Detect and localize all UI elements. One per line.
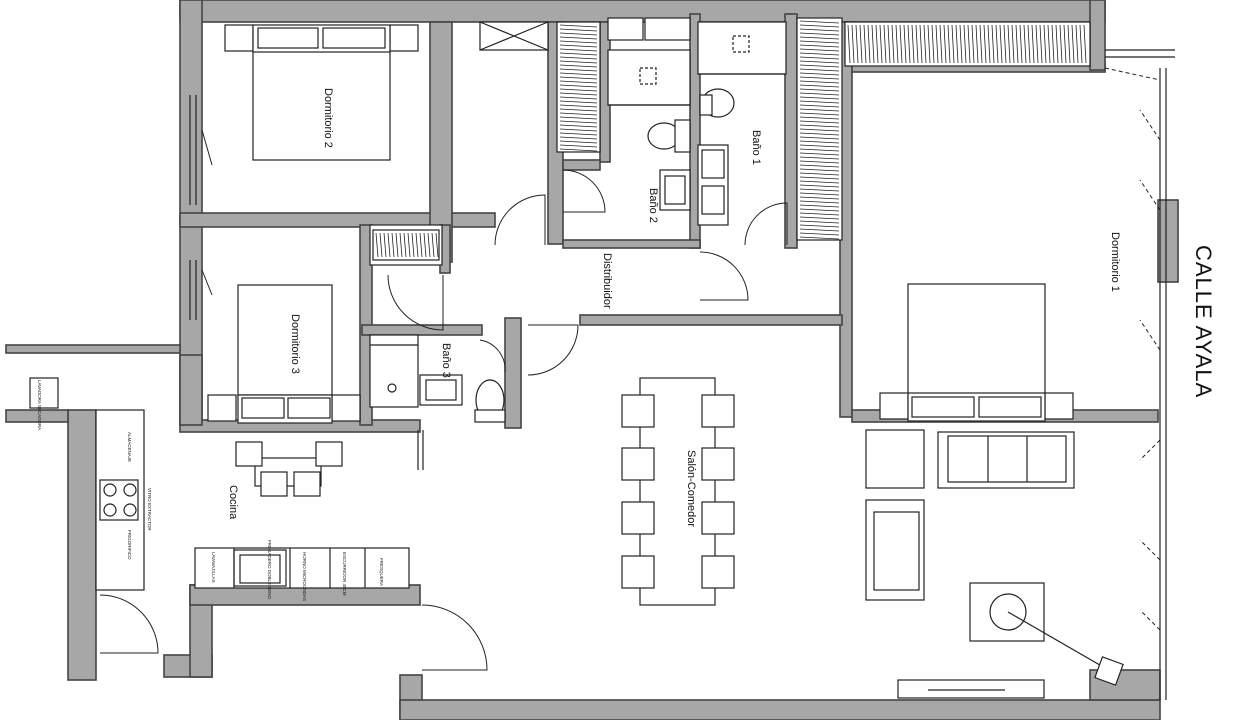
dormitorio-2: Dormitorio 2 xyxy=(224,24,419,161)
label-dormitorio-2: Dormitorio 2 xyxy=(322,88,334,148)
bano-1: Baño 1 xyxy=(697,21,787,226)
label-vitro: VITRO EXTRACTOR xyxy=(147,488,152,531)
label-frigorifico: FRIGORIFICO xyxy=(127,530,132,560)
label-horno: HORNO MICROONDAS xyxy=(302,552,307,601)
label-lavadora: LAVADORA SECADORA xyxy=(37,380,42,430)
label-fresquera: FRESQUERA xyxy=(379,558,384,586)
doors xyxy=(99,129,788,671)
street-label: CALLE AYALA xyxy=(1191,245,1216,398)
cocina: Cocina LAVADORA SECADORA ALMACENAJE FRIG… xyxy=(29,377,410,601)
label-lavavajillas: LAVAVAJILLAS xyxy=(211,552,216,583)
label-dormitorio-1: Dormitorio 1 xyxy=(1109,232,1121,292)
label-bano-2: Baño 2 xyxy=(647,188,659,223)
label-bano-3: Baño 3 xyxy=(440,343,452,378)
label-salon-comedor: Salón-Comedor xyxy=(685,450,697,527)
label-bano-1: Baño 1 xyxy=(750,130,762,165)
dormitorio-1: Dormitorio 1 xyxy=(879,232,1121,422)
walls xyxy=(5,0,1179,720)
closet-hatching xyxy=(375,20,1087,258)
label-escurridor: ESCURRIDOR 45CM xyxy=(342,552,347,596)
label-almacenaje: ALMACENAJE xyxy=(127,432,132,462)
dormitorio-3: Dormitorio 3 xyxy=(207,224,443,424)
label-distribuidor: Distribuidor xyxy=(601,253,613,309)
label-fregadero: FREGADERO DOBLE SENO xyxy=(267,540,272,600)
dining-chairs xyxy=(621,394,735,589)
label-dormitorio-3: Dormitorio 3 xyxy=(289,314,301,374)
label-cocina: Cocina xyxy=(227,485,239,520)
bano-3: Baño 3 xyxy=(369,334,506,423)
bano-2: Baño 2 xyxy=(607,49,691,223)
salon-comedor: Salón-Comedor xyxy=(621,377,1124,699)
windows xyxy=(189,49,1175,700)
